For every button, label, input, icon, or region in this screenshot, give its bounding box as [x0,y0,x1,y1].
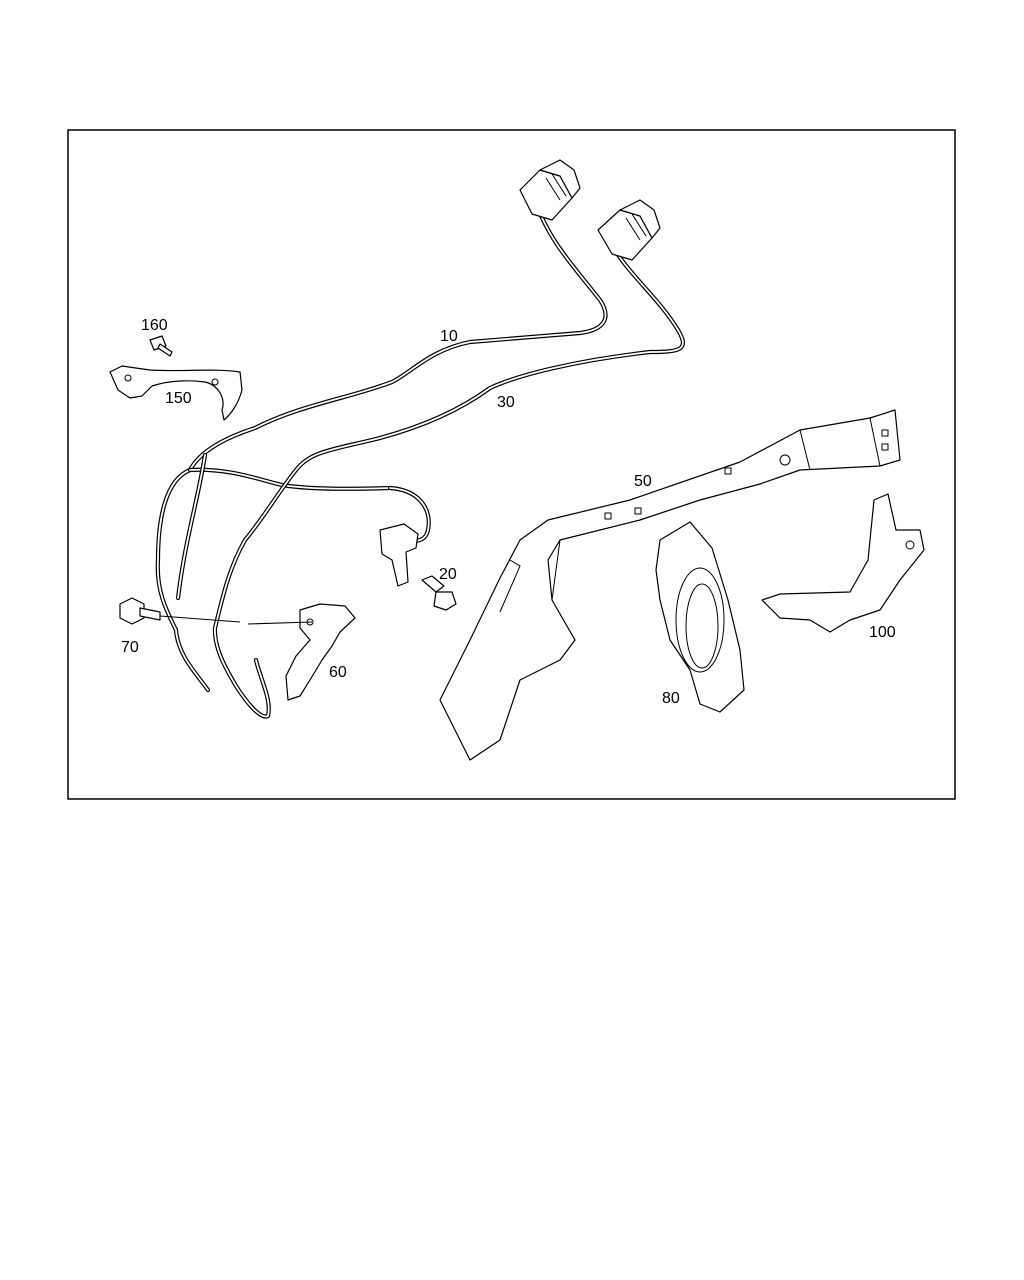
callout-20: 20 [439,566,457,583]
callout-100: 100 [869,624,896,641]
callout-50: 50 [634,473,652,490]
wire-harness-10[interactable] [155,197,608,693]
bolt-20[interactable] [421,575,457,611]
wire-harness-30[interactable] [212,247,685,719]
callout-150: 150 [165,390,192,407]
bracket-150[interactable] [109,365,243,421]
bracket-100[interactable] [761,493,925,633]
bolt-70[interactable] [119,597,241,625]
callout-160: 160 [141,317,168,334]
bracket-50[interactable] [439,409,901,761]
cable-holder-80[interactable] [655,521,745,713]
bracket-60[interactable] [247,603,356,701]
callout-70: 70 [121,639,139,656]
callout-30: 30 [497,394,515,411]
callout-10: 10 [440,328,458,345]
bolt-160[interactable] [149,335,173,357]
callout-80: 80 [662,690,680,707]
connector-harness-30[interactable] [597,199,661,261]
sensor-20[interactable] [379,523,419,587]
diagram-frame [67,129,956,800]
connector-harness-10[interactable] [519,159,581,221]
callout-60: 60 [329,664,347,681]
